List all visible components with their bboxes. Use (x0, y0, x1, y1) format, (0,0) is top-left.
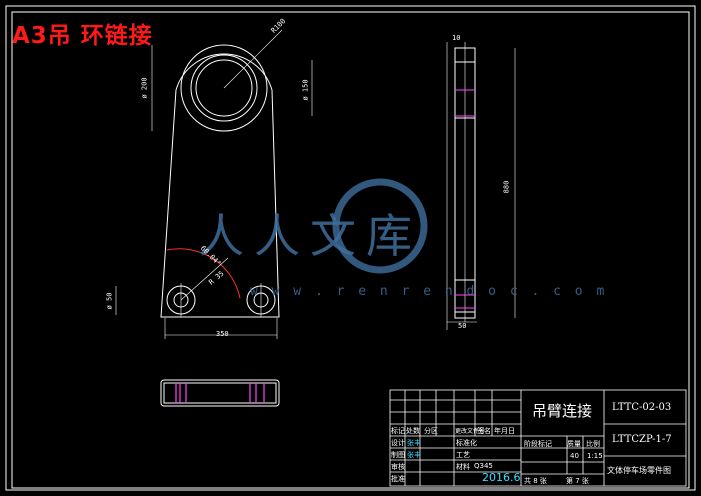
dim-phi-hole: ø 50 (105, 292, 114, 310)
side-view (446, 42, 516, 330)
title-block-grid (389, 389, 687, 487)
dim-width: 350 (216, 330, 229, 338)
dim-length: 880 (502, 180, 511, 194)
drawing-number: LTTC-02-03 (612, 402, 672, 413)
drawing-title: A3吊 环链接 (12, 23, 153, 49)
header-zone: 分区 (424, 427, 438, 435)
mass-header: 质量 (567, 440, 581, 448)
dimension-lines (115, 29, 313, 339)
mid-label-process: 工艺 (456, 451, 470, 459)
date-value: 2016.6 (482, 471, 521, 484)
header-change-doc: 更改文件号 (455, 428, 486, 435)
header-mark: 标记 (391, 427, 405, 435)
sheet-number: 第 7 张 (566, 477, 589, 485)
sheet-total: 共 8 张 (524, 477, 547, 485)
row-label-design: 设计 (391, 439, 405, 447)
bottom-view-holes (175, 383, 265, 403)
angle-arc (166, 248, 241, 299)
header-date: 年月日 (494, 427, 515, 435)
row-label-drawing: 制图 (391, 451, 405, 459)
watermark-text: 人人文库 (198, 209, 422, 263)
dim-thickness-bottom: 50 (458, 322, 467, 330)
bottom-view (160, 379, 280, 407)
outer-frame (5, 5, 696, 491)
row-label-approve: 批准 (391, 475, 405, 483)
stage-header: 阶段标记 (524, 440, 552, 448)
dim-phi-inner: ø 150 (301, 79, 310, 101)
scale-value: 1:15 (587, 452, 603, 460)
watermark-logo (332, 178, 428, 274)
dim-phi-outer: ø 200 (140, 77, 149, 99)
watermark-url: w w w . r e n r e n d o c . c o m (250, 284, 608, 299)
designer-name: 张丰 (407, 439, 421, 447)
assembly-number: LTTCZP-1-7 (612, 434, 672, 445)
part-name: 吊臂连接 (532, 402, 593, 420)
scale-header: 比例 (586, 440, 600, 448)
header-sign: 签名 (477, 427, 491, 435)
angle-ray (180, 257, 229, 301)
material-value: Q345 (474, 462, 493, 470)
inner-frame (11, 11, 690, 489)
row-label-review: 审核 (391, 463, 405, 471)
mid-label-standard: 标准化 (456, 439, 477, 447)
mid-label-material: 材料 (456, 463, 470, 471)
side-view-hidden-lines (455, 89, 475, 309)
mass-value: 40 (570, 452, 579, 460)
header-count: 处数 (406, 427, 420, 435)
company-name: 文体停车场零件图 (607, 466, 671, 475)
checker-name: 张丰 (407, 451, 421, 459)
dim-thickness-top: 10 (452, 34, 461, 42)
